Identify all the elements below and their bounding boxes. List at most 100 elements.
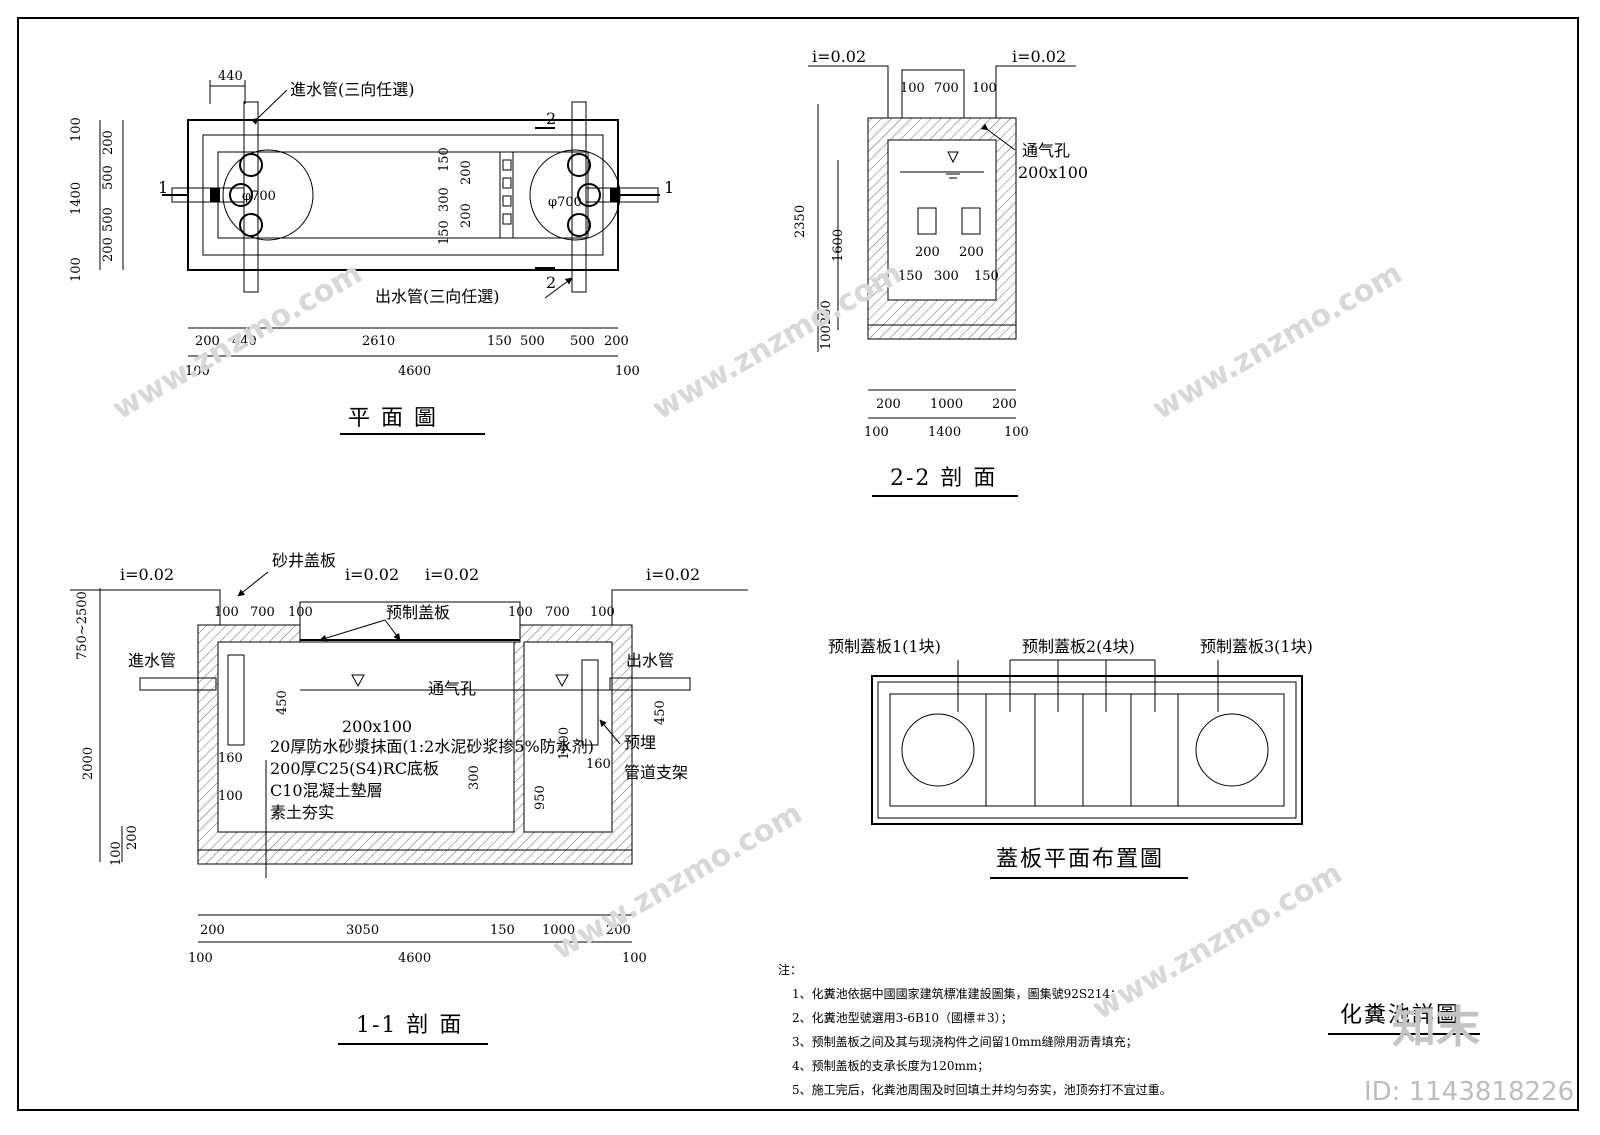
- plan-phi-left: φ700: [242, 189, 276, 204]
- watermark-site-3: www.znzmo.com: [1147, 256, 1409, 427]
- sheet-title: 化糞池詳圖: [1340, 1003, 1460, 1028]
- notes-block: 注： 1、化糞池依据中國國家建筑標准建設圖集，圖集號92S214； 2、化糞池型…: [778, 962, 1172, 1097]
- watermark-id: ID: 1143818226: [1364, 1077, 1574, 1107]
- plan-phi-right: φ700: [548, 195, 582, 210]
- sec11-top-dim-4: 100: [508, 605, 533, 620]
- note-item-3: 3、预制盖板之间及其与现浇构件之间留10mm缝隙用沥青填充；: [792, 1034, 1138, 1049]
- sec22-top-dim-2: 700: [934, 81, 959, 96]
- watermark-site-5: www.znzmo.com: [1087, 856, 1349, 1027]
- plan-mid-dim-3: 150: [437, 220, 452, 245]
- plan-left-dim-5: 200: [101, 237, 116, 262]
- sec11-left-dim-1: 750~2500: [75, 591, 90, 660]
- sec22-inner-dim-2: 200: [959, 245, 984, 260]
- sec11-cover-label: 砂井盖板: [272, 551, 336, 570]
- coverplan-title: 蓋板平面布置圖: [996, 847, 1164, 872]
- note-item-5: 5、施工完后，化粪池周围及时回填土并均匀夯实，池顶夯打不宜过重。: [792, 1082, 1172, 1097]
- sec22-top-dim-3: 100: [972, 81, 997, 96]
- plan-bottom-dim-5: 500: [520, 334, 545, 349]
- note-item-2: 2、化糞池型號選用3-6B10（國標＃3）；: [792, 1010, 1013, 1025]
- plan-bottom-dim-1: 200: [195, 334, 220, 349]
- sec11-inner-dim-5: 450: [653, 700, 668, 725]
- plan-left-dim-6: 100: [69, 257, 84, 282]
- sec22-vent-size: 200x100: [1018, 163, 1088, 182]
- plan-bottom-dim-4: 150: [487, 334, 512, 349]
- coverplan-label-2: 预制蓋板2(4块): [1022, 637, 1135, 656]
- sec22-slope-right: i=0.02: [1012, 47, 1066, 66]
- sec11-top-dim-3: 100: [288, 605, 313, 620]
- sec11-vent-label: 通气孔: [428, 679, 476, 698]
- coverplan-label-3: 预制蓋板3(1块): [1200, 637, 1313, 656]
- sec11-embed-label: 预埋: [624, 733, 656, 752]
- sec11-top-dim-6: 100: [590, 605, 615, 620]
- sec22-bottom-total: 1400: [928, 425, 961, 440]
- plan-bottom-end-left: 100: [185, 364, 210, 379]
- section-2-2: 通气孔 200x100 i=0.02 i=0.02 100 700 100 20…: [793, 47, 1088, 497]
- sec22-title: 2-2 剖 面: [890, 466, 997, 491]
- note-item-1: 1、化糞池依据中國國家建筑標准建設圖集，圖集號92S214；: [792, 986, 1122, 1001]
- sec11-bottom-end-left: 100: [188, 951, 213, 966]
- sec22-inner-dim-4: 300: [934, 269, 959, 284]
- sec11-layer-3: C10混凝土墊層: [270, 781, 383, 800]
- sec11-support-label: 管道支架: [624, 763, 688, 782]
- manhole-circle-left: [222, 149, 314, 241]
- plan-view: 1 1 2 2 φ700 φ700 進水管(三向任選) 出水管(三向任選) 44…: [69, 69, 674, 435]
- notes-heading: 注：: [778, 962, 802, 977]
- sec11-top-dim-1: 100: [214, 605, 239, 620]
- sec11-left-dim-3: 200: [125, 825, 140, 850]
- sec22-top-dim-1: 100: [900, 81, 925, 96]
- section-mark-2-bottom: 2: [546, 273, 556, 292]
- plan-left-dim-2: 200: [101, 130, 116, 155]
- plan-title: 平 面 圖: [348, 406, 438, 431]
- plan-left-dim-1: 100: [69, 117, 84, 142]
- plan-bottom-dim-6: 500: [570, 334, 595, 349]
- section-mark-1-right: 1: [664, 178, 674, 197]
- sec11-inner-dim-6: 160: [586, 757, 611, 772]
- section-1-1: 砂井盖板 预制盖板 進水管 出水管 通气孔 200x100 20厚防水砂漿抹面(…: [70, 551, 748, 1045]
- section-mark-2-top: 2: [546, 109, 556, 128]
- sec11-left-dim-2: 2000: [81, 747, 96, 780]
- coverplan-label-1: 预制蓋板1(1块): [828, 637, 941, 656]
- sec11-layer-4: 素土夯实: [270, 803, 334, 822]
- sec22-left-total: 2350: [793, 205, 808, 238]
- plan-bottom-end-right: 100: [615, 364, 640, 379]
- sec22-left-bot-2: 100: [819, 325, 834, 350]
- sec22-slope-left: i=0.02: [812, 47, 866, 66]
- sec11-title: 1-1 剖 面: [356, 1013, 463, 1038]
- sec11-slope-4: i=0.02: [646, 565, 700, 584]
- sec11-inner-dim-1: 450: [275, 690, 290, 715]
- sec11-bottom-dim-2: 3050: [346, 923, 379, 938]
- sec22-inner-dim-3: 150: [898, 269, 923, 284]
- sec11-layer-2: 200厚C25(S4)RC底板: [270, 759, 439, 778]
- sec11-vent-size: 200x100: [342, 717, 412, 736]
- plan-bottom-dim-7: 200: [604, 334, 629, 349]
- sec11-top-dim-2: 700: [250, 605, 275, 620]
- sec11-left-dim-4: 100: [109, 841, 124, 866]
- sec22-bottom-dim-3: 200: [992, 397, 1017, 412]
- watermark-brand: 知末: [1392, 1002, 1480, 1053]
- section-mark-1-left: 1: [158, 178, 168, 197]
- plan-mid-dim-1: 150: [437, 147, 452, 172]
- plan-mid-dim-2: 300: [437, 187, 452, 212]
- sec22-left-bot-1: 200: [819, 300, 834, 325]
- plan-mid-dim-5: 200: [459, 203, 474, 228]
- sec22-bottom-end-left: 100: [864, 425, 889, 440]
- sec11-slope-2: i=0.02: [345, 565, 399, 584]
- sec22-inner-dim-1: 200: [915, 245, 940, 260]
- watermark-site-2: www.znzmo.com: [647, 256, 909, 427]
- sec22-vent-label: 通气孔: [1022, 141, 1070, 160]
- plan-left-dim-4: 500: [101, 207, 116, 232]
- plan-inlet-label: 進水管(三向任選): [290, 80, 415, 99]
- plan-left-total: 1400: [69, 182, 84, 215]
- sec11-bottom-end-right: 100: [622, 951, 647, 966]
- plan-bottom-dim-3: 2610: [362, 334, 395, 349]
- sec11-top-dim-5: 700: [545, 605, 570, 620]
- sec11-slope-3: i=0.02: [425, 565, 479, 584]
- sec11-inner-dim-8: 1600: [557, 727, 572, 760]
- plan-top-dim: 440: [218, 69, 243, 84]
- plan-bottom-dim-2: 440: [232, 334, 257, 349]
- sec22-bottom-dim-1: 200: [876, 397, 901, 412]
- sec11-inner-dim-4: 300: [467, 765, 482, 790]
- sec11-inner-dim-2: 160: [218, 751, 243, 766]
- sec11-inlet-label: 進水管: [128, 651, 176, 670]
